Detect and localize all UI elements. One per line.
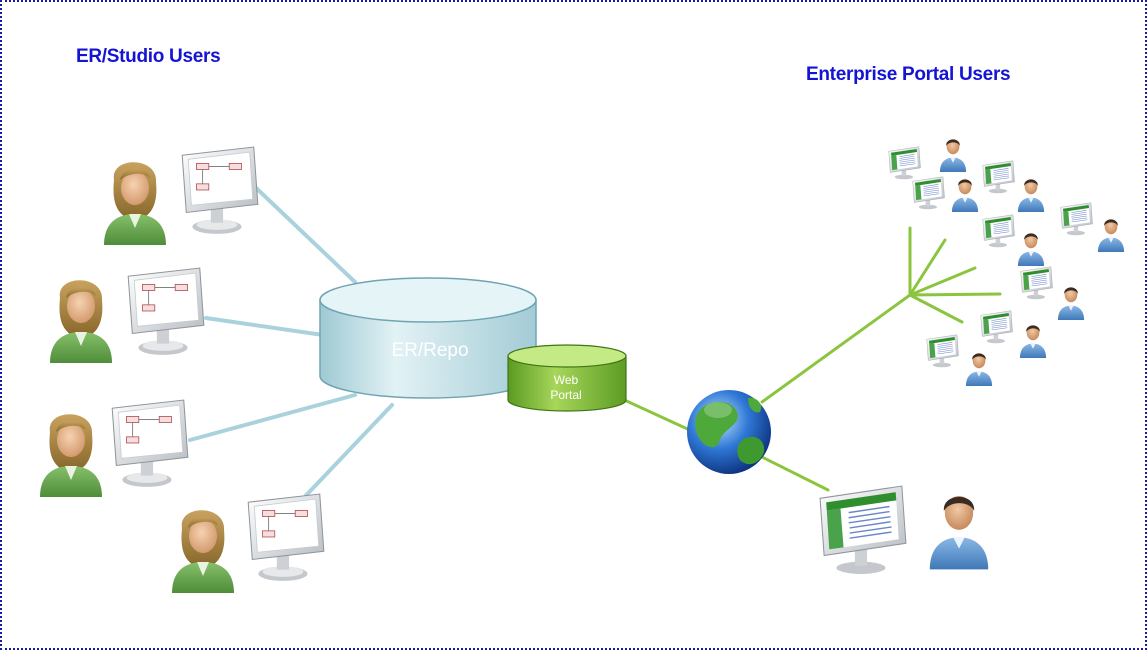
female-user-icon xyxy=(104,162,166,245)
portal-connectors xyxy=(618,226,1002,492)
monitor-with-document-icon xyxy=(888,146,921,180)
male-user-icon xyxy=(1017,179,1045,212)
fan-line-2 xyxy=(908,238,947,297)
monitor-with-document-icon xyxy=(982,214,1015,248)
web-portal-database: Web Portal xyxy=(507,344,627,412)
male-user-icon xyxy=(939,139,967,172)
monitor-with-diagram-icon xyxy=(111,399,189,488)
male-user-icon xyxy=(1097,219,1125,252)
fan-line-3 xyxy=(908,266,977,297)
connector-user-3 xyxy=(188,393,357,442)
er-repo-database: ER/Repo xyxy=(319,277,537,399)
female-user-icon xyxy=(40,414,102,497)
monitor-with-document-icon xyxy=(1020,266,1053,300)
globe-icon xyxy=(687,390,771,474)
fan-line-5 xyxy=(908,293,964,324)
connector-globe-fan xyxy=(760,293,912,404)
er-studio-user-3 xyxy=(40,399,189,497)
male-user-icon xyxy=(951,179,979,212)
monitor-with-document-icon xyxy=(926,334,959,368)
male-user-icon xyxy=(1017,233,1045,266)
monitor-with-document-icon xyxy=(912,176,945,210)
web-portal-label-line2: Portal xyxy=(550,388,581,402)
male-user-icon xyxy=(929,495,989,570)
monitor-with-diagram-icon xyxy=(127,267,205,356)
female-user-icon xyxy=(50,280,112,363)
database-cylinder-icon xyxy=(507,344,627,412)
er-studio-users-title: ER/Studio Users xyxy=(76,46,221,67)
fan-line-4 xyxy=(908,292,1002,297)
monitor-with-diagram-icon xyxy=(247,493,325,582)
connector-user-4 xyxy=(294,403,394,508)
er-repo-label: ER/Repo xyxy=(391,340,468,361)
er-studio-user-2 xyxy=(50,267,205,363)
web-portal-label-line1: Web xyxy=(554,373,579,387)
male-user-icon xyxy=(1019,325,1047,358)
database-cylinder-icon xyxy=(319,277,537,399)
er-studio-connectors xyxy=(188,184,394,508)
connector-user-2 xyxy=(204,316,332,338)
male-user-icon xyxy=(1057,287,1085,320)
connector-portal-globe xyxy=(618,396,696,434)
monitor-with-diagram-icon xyxy=(181,146,259,235)
male-user-icon xyxy=(965,353,993,386)
portal-user-large xyxy=(819,485,989,575)
er-studio-user-1 xyxy=(104,146,259,245)
female-user-icon xyxy=(172,510,234,593)
monitor-with-document-icon xyxy=(1060,202,1093,236)
enterprise-portal-users-title: Enterprise Portal Users xyxy=(806,64,1011,85)
monitor-with-document-icon xyxy=(982,160,1015,194)
er-studio-user-4 xyxy=(172,493,325,593)
monitor-with-document-icon xyxy=(819,485,907,575)
portal-user-cluster xyxy=(888,139,1125,386)
monitor-with-document-icon xyxy=(980,310,1013,344)
connector-globe-user xyxy=(758,454,830,492)
connector-user-1 xyxy=(252,184,357,284)
